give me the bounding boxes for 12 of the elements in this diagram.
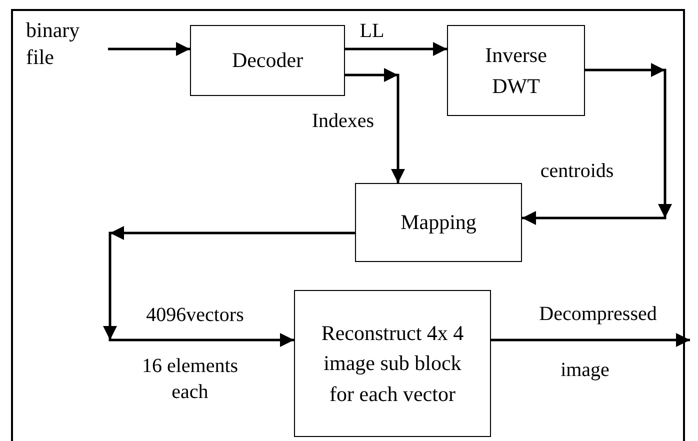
edge-label: Indexes (310, 109, 376, 134)
note-text: 16 elements each (140, 354, 240, 405)
process-box: Mapping (355, 183, 522, 262)
input-label: binary file (26, 17, 106, 71)
process-box: Inverse DWT (447, 25, 585, 116)
note-text: image (560, 358, 610, 383)
edge-label: LL (358, 19, 386, 44)
process-box: Decoder (190, 25, 345, 96)
process-box: Reconstruct 4x 4 image sub block for each vector (294, 290, 491, 437)
edge-label: centroids (539, 159, 615, 184)
edge-label: 4096vectors (145, 303, 245, 328)
edge-label: Decompressed (538, 302, 658, 327)
